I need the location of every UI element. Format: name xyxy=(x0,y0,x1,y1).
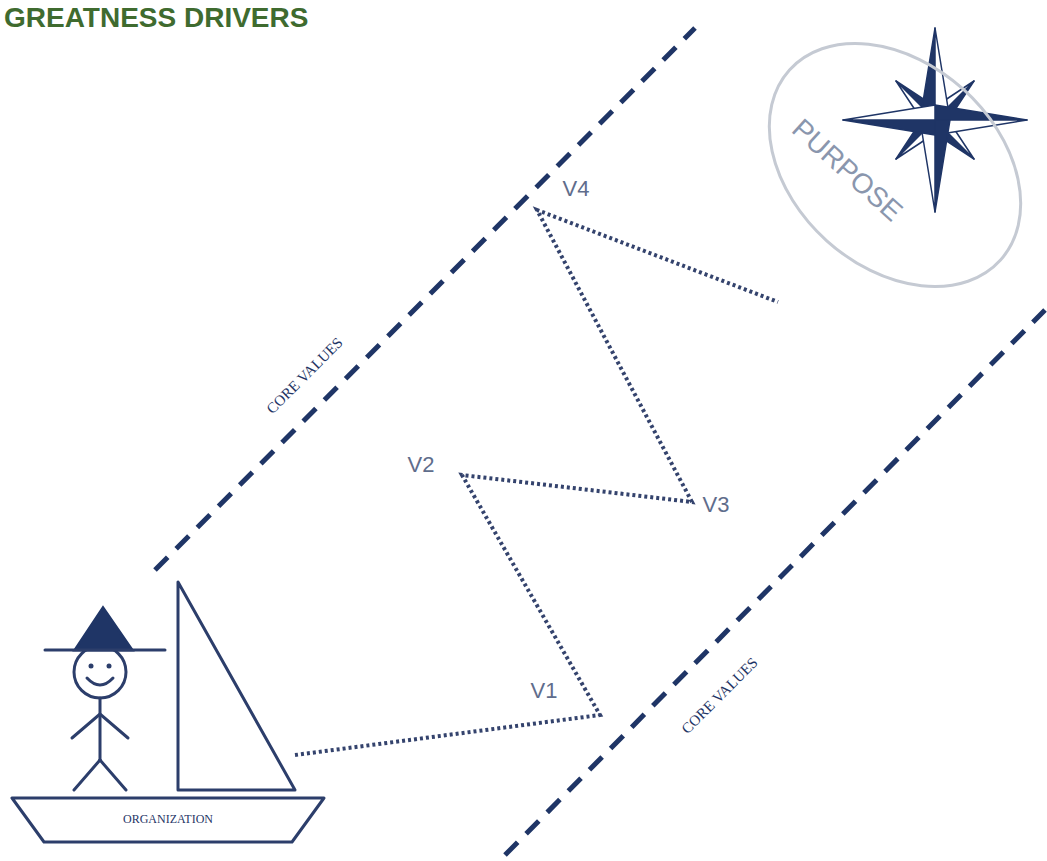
stick-figure xyxy=(45,608,165,790)
organization-hull: ORGANIZATION xyxy=(10,796,326,844)
purpose-outline xyxy=(721,0,1047,336)
node-text: PURPOSE xyxy=(785,113,908,229)
boundary-line xyxy=(505,310,1045,855)
hull-outline xyxy=(12,798,324,842)
node-text: ORGANIZATION xyxy=(123,813,213,827)
value-label: V1 xyxy=(531,678,558,703)
value-label: V3 xyxy=(703,492,730,517)
value-label: V4 xyxy=(563,176,590,201)
sail xyxy=(178,582,295,790)
region-label: CORE VALUES xyxy=(263,334,346,417)
course-path xyxy=(295,210,778,755)
purpose-ellipse: PURPOSE xyxy=(717,0,1047,340)
value-label: V2 xyxy=(408,452,435,477)
diagram-title: GREATNESS DRIVERS xyxy=(4,2,308,34)
boundary-line xyxy=(155,28,695,570)
region-label: CORE VALUES xyxy=(678,654,761,737)
node-outline xyxy=(717,0,1047,340)
